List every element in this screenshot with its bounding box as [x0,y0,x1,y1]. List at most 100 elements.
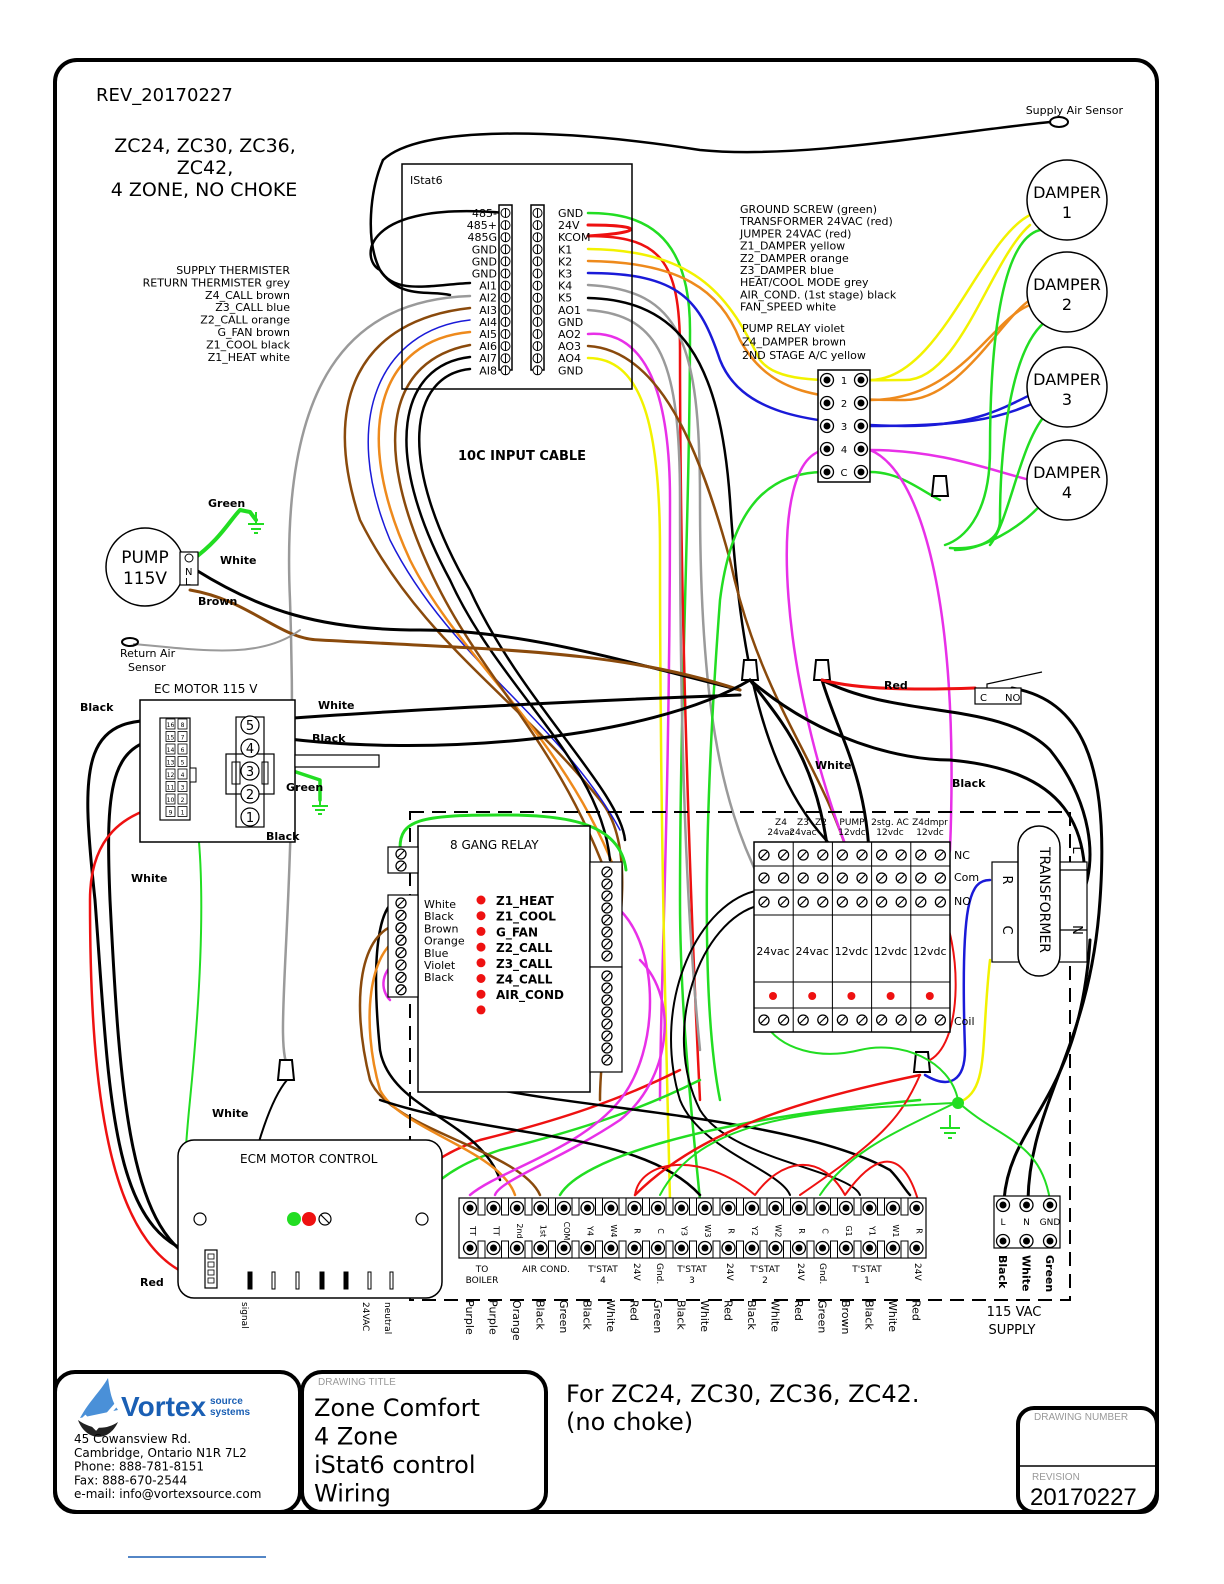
terminal-group-label: BOILER [466,1276,499,1286]
istat-left-terminal-label: AI1 [479,280,497,293]
istat-screw-icon [500,220,511,231]
ec-pin-icon [177,718,188,730]
right-legend-item: Z3_DAMPER blue [740,264,834,277]
screw-terminal-icon [817,896,829,908]
damper-icon [1026,251,1108,333]
ec-pin-icon [165,806,176,817]
ec-black-mid-label: Black [312,732,346,745]
istat-left-terminal-label: GND [472,255,497,268]
ec-pin-label: 2 [181,797,185,804]
istat-left-terminal-label: AI6 [479,340,497,353]
damper-number: 2 [1062,295,1072,314]
terminal-wire-color-label: Purple [487,1300,500,1335]
terminal-screw-icon [791,1240,807,1256]
note-line2: (no choke) [566,1408,693,1436]
ec-pin-icon [177,768,188,780]
screw-terminal-icon [797,1014,809,1026]
istat-right-terminal-label: GND [558,364,583,377]
istat-right-terminal-label: K4 [558,280,572,293]
revision-box-label: REVISION [1032,1472,1080,1483]
terminal-screw-icon [768,1240,783,1256]
wire-nut-icon [740,659,760,681]
istat6-box [401,163,633,390]
address-line: e-mail: info@vortexsource.com [74,1487,261,1501]
istat-screw-icon [532,268,543,279]
relay-header-label: Z4 [775,818,787,828]
istat-right-terminal-label: AO3 [558,340,581,353]
terminal-screw-icon [853,441,869,457]
ecm-pin-icon [343,1271,349,1290]
ec-green-label: Green [286,781,323,794]
ecm-pin-icon [295,1271,300,1290]
terminal-group-label: T'STAT [851,1265,882,1275]
supply-wire-color-label: White [1020,1255,1033,1291]
relay-header-label: Z2 [815,818,827,828]
screw-terminal-icon [875,849,888,861]
terminal-screw-icon [533,1200,548,1216]
drawing-title-line: Zone Comfort [314,1394,480,1422]
ec-pin-icon [165,718,176,730]
ec-pin-icon [177,731,188,742]
svg-text:C: C [980,693,987,704]
red-wire-label: Red [884,679,908,692]
ecm-pin-icon [319,1271,325,1290]
damper-connector-label: 4 [841,445,847,456]
ec-white-label: White [318,699,354,712]
terminal-screw-icon [819,372,835,388]
ec-pin-icon [165,756,176,767]
terminal-wire-color-label: White [604,1300,617,1332]
right-legend-item: FAN_SPEED white [740,301,836,314]
terminal-label: Y3 [680,1225,689,1236]
relay-led-icon [847,992,856,1000]
screw-terminal-icon [601,1042,613,1054]
terminal-group-label: Gnd. [654,1263,664,1284]
enclosure-outline [409,811,1071,1301]
istat-screw-icon [500,256,511,267]
terminal-group-label: AIR COND. [522,1265,570,1275]
wire-nut-icon [276,1059,296,1081]
screw-terminal-icon [601,1054,613,1066]
pump-label-line1: PUMP [121,548,169,568]
ec-pin-label: 14 [167,747,175,754]
terminal-group-label: 24V [795,1263,805,1281]
drawing-title-line: Wiring [314,1480,391,1508]
screw-terminal-icon [934,872,947,884]
svg-text:NO: NO [1005,693,1020,704]
screw-terminal-icon [758,1014,770,1026]
terminal-group-label: 1 [864,1276,870,1286]
terminal-label: Y2 [750,1225,759,1236]
screw-terminal-icon [601,890,613,902]
relay-header-label: Z4dmpr [912,818,948,828]
screw-terminal-icon [895,896,907,908]
relay-led-icon [476,942,486,952]
ground-icon [940,1115,960,1139]
istat-screw-icon [532,341,543,352]
relay8-wire-color-label: Brown [424,922,459,935]
terminal-screw-icon [580,1240,595,1256]
pump-green-label: Green [208,497,245,510]
terminal-screw-icon [995,1197,1011,1213]
relay-row-label: Coil [954,1015,975,1028]
right-legend-item: AIR_COND. (1st stage) black [740,288,897,301]
relay-header-voltage: 12vdc [916,828,943,838]
mounting-hole-icon [415,1212,429,1226]
white-wire-label: White [815,759,851,772]
drawing-title-line: iStat6 control [314,1451,476,1479]
relay-channel-label: Z1_COOL [496,910,556,925]
transformer [991,825,1088,977]
relay-led-icon [808,992,817,1000]
screw-terminal-icon [797,849,809,861]
screw-terminal-icon [601,994,613,1006]
screw-terminal-icon [934,896,947,908]
terminal-label: R [727,1228,736,1234]
istat-screw-icon [500,353,511,364]
screw-terminal-icon [395,959,407,971]
terminal-wire-color-label: Green [557,1300,570,1333]
relay-row-label: NC [954,849,970,862]
terminal-group-label: 24V [724,1263,734,1281]
left-legend-item: Z1_COOL black [206,338,290,351]
terminal-wire-color-label: Red [792,1300,805,1321]
